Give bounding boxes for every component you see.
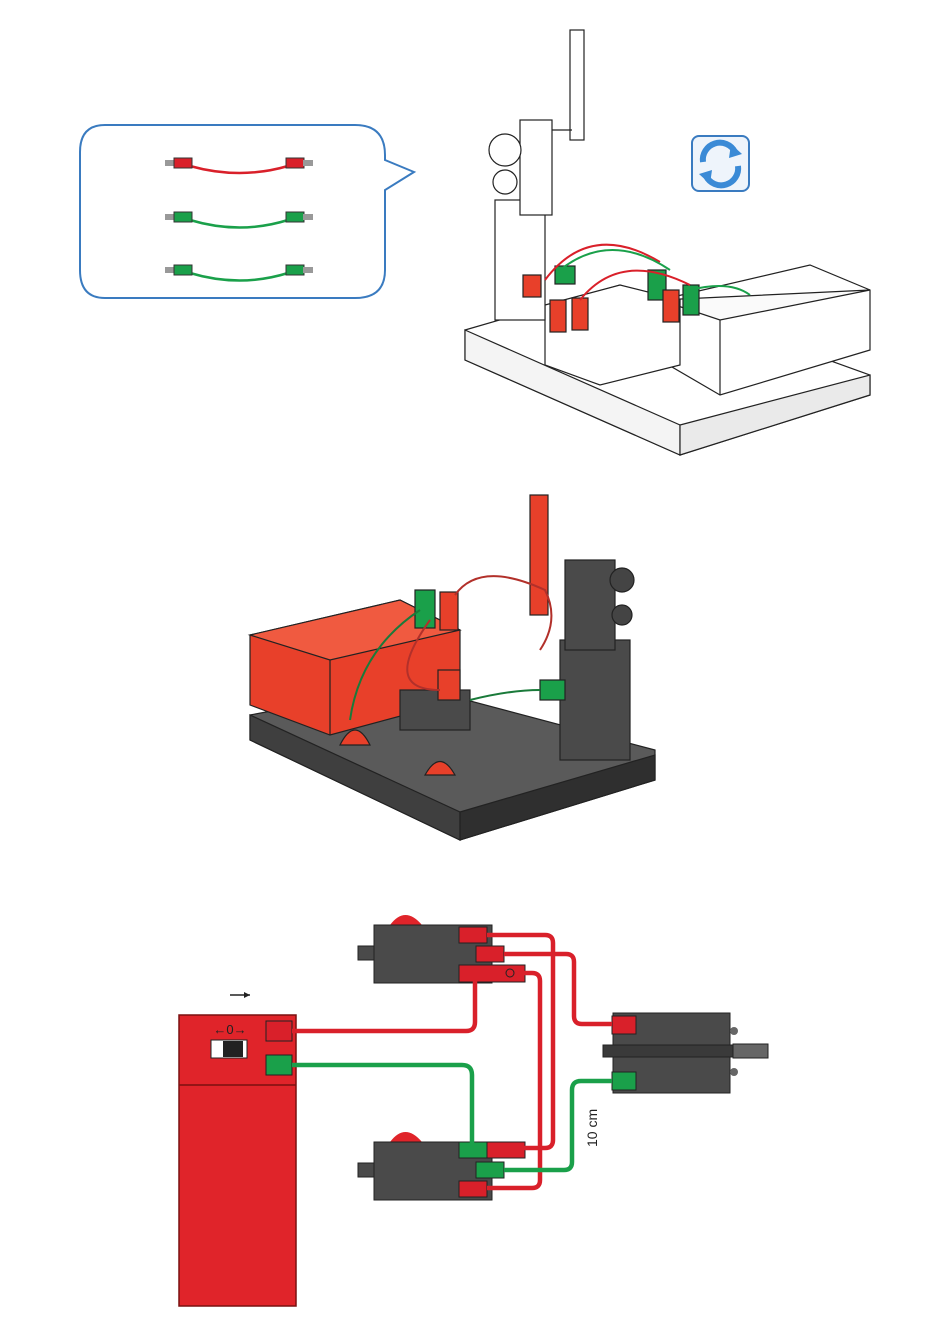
motor bbox=[603, 1013, 768, 1093]
model-line-drawing bbox=[465, 30, 870, 455]
battery-plus-terminal bbox=[266, 1021, 292, 1041]
battery-box: ←0→ bbox=[179, 992, 296, 1306]
battery-minus-terminal bbox=[266, 1055, 292, 1075]
svg-text:←0→: ←0→ bbox=[213, 1022, 246, 1037]
callout-bubble bbox=[80, 125, 414, 298]
switch-top bbox=[358, 915, 525, 983]
rotate-view-icon bbox=[692, 136, 749, 191]
model-color-render bbox=[250, 495, 655, 840]
cable-callout bbox=[80, 125, 414, 298]
cable-length-label: 10 cm bbox=[584, 1109, 600, 1147]
